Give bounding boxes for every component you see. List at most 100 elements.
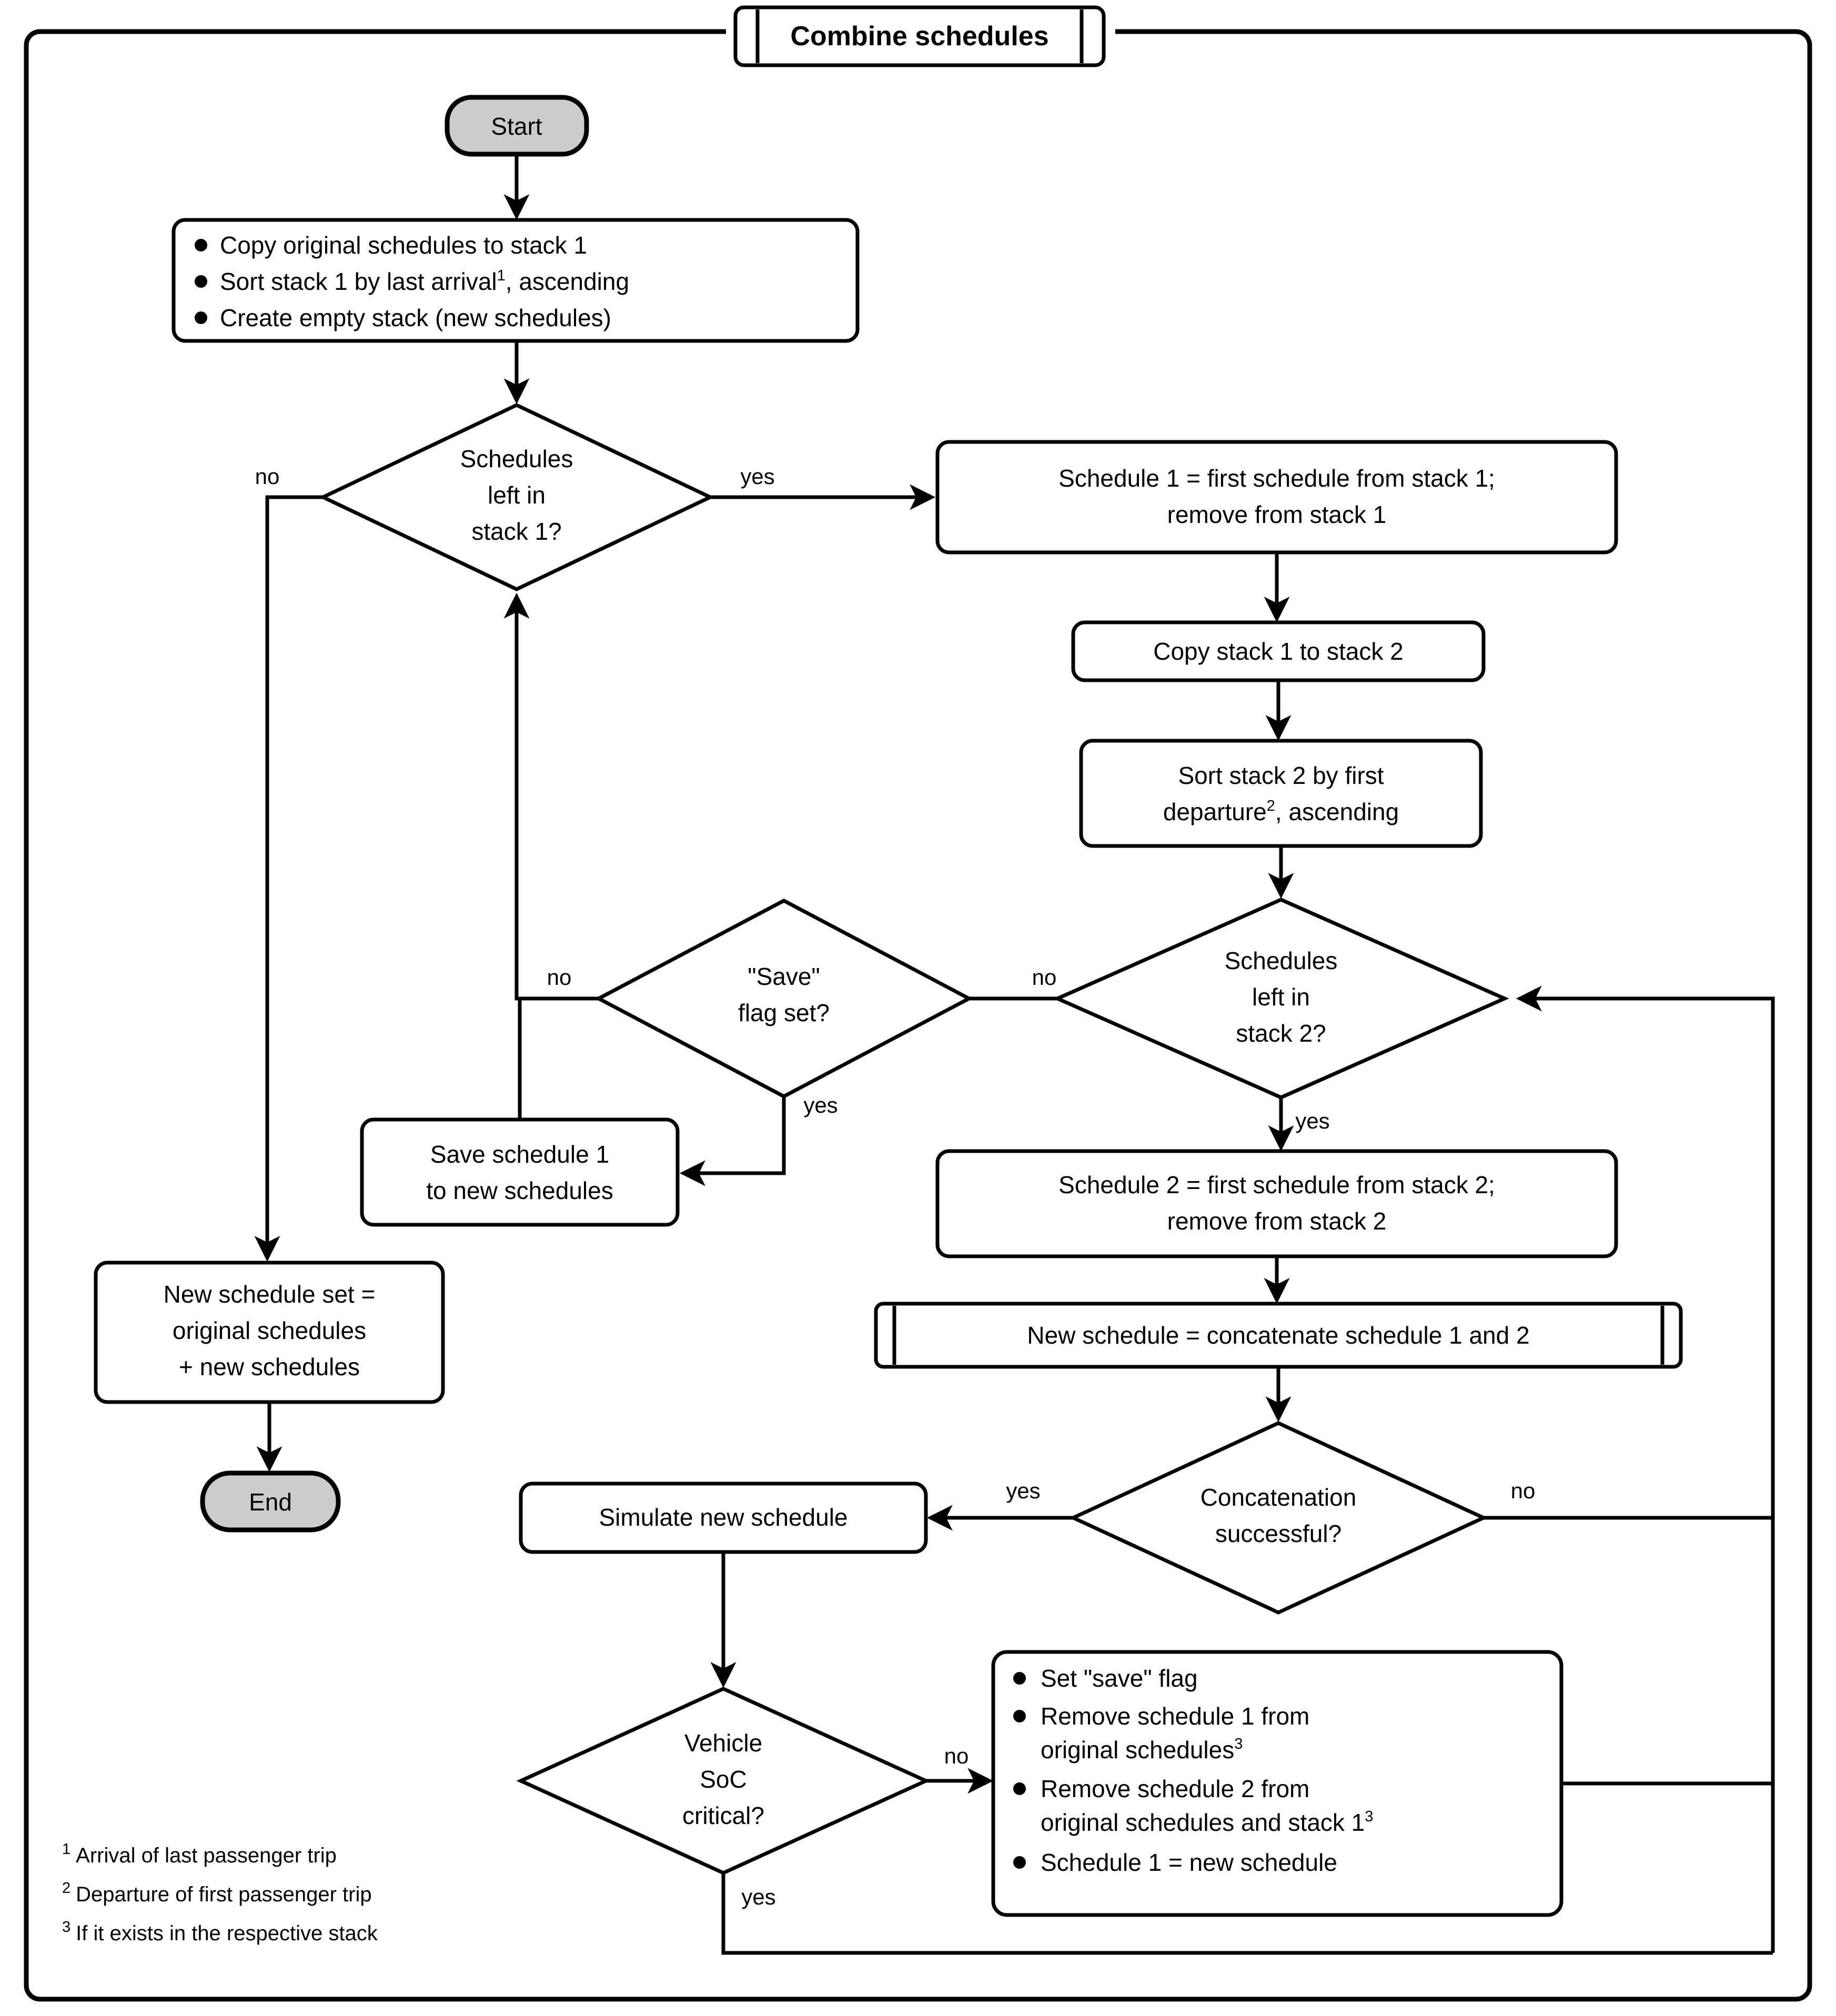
bullet-dot-icon [1013, 1672, 1026, 1685]
node-stack2-check-line-0: Schedules [1225, 947, 1338, 974]
bullet-dot-icon [1013, 1782, 1026, 1795]
node-new-set[interactable]: New schedule set = original schedules + … [94, 1261, 445, 1404]
node-update-bullet-2-line1: Remove schedule 2 from [1041, 1775, 1309, 1802]
node-concat[interactable]: New schedule = concatenate schedule 1 an… [874, 1302, 1683, 1369]
bullet-dot-icon [195, 311, 207, 324]
node-update-bullet-2-sup: 3 [1365, 1808, 1373, 1825]
node-soc-check-line-2: critical? [682, 1802, 764, 1829]
footnote-0-text: Arrival of last passenger trip [76, 1844, 337, 1867]
diagram-title: Combine schedules [733, 5, 1106, 67]
node-soc-check-line-1: SoC [700, 1766, 746, 1793]
node-init-bullet-2: Create empty stack (new schedules) [220, 304, 611, 331]
svg-text:departure2, ascending: departure2, ascending [1163, 798, 1399, 825]
node-soc-check[interactable]: Vehicle SoC critical? [516, 1687, 931, 1875]
bullet-dot-icon [195, 239, 207, 251]
node-init-bullet-1b: , ascending [506, 268, 629, 295]
node-sort-stack2-sup: 2 [1267, 798, 1275, 814]
edge-label-concat-no: no [1511, 1478, 1536, 1503]
node-take-sched2-line-0: Schedule 2 = first schedule from stack 2… [1058, 1171, 1495, 1198]
node-update-bullet-0: Set "save" flag [1041, 1665, 1198, 1692]
node-copy-stack[interactable]: Copy stack 1 to stack 2 [1071, 620, 1486, 682]
node-stack1-check-line-2: stack 1? [471, 518, 561, 545]
node-simulate[interactable]: Simulate new schedule [519, 1481, 928, 1554]
node-new-set-line-0: New schedule set = [164, 1281, 376, 1308]
edge-label-soc-yes: yes [741, 1884, 775, 1909]
node-take-sched1-line-0: Schedule 1 = first schedule from stack 1… [1058, 465, 1495, 492]
node-sort-stack2-line-0: Sort stack 2 by first [1178, 762, 1384, 789]
edge-return-bus [1516, 985, 1775, 1953]
edge-saveflag-yes [679, 1096, 786, 1186]
bullet-dot-icon [1013, 1856, 1026, 1869]
svg-text:original schedules3: original schedules3 [1041, 1736, 1243, 1763]
edge-saveflag-no [503, 592, 599, 1001]
edge-stack1-no [254, 495, 323, 1262]
node-new-set-line-2: + new schedules [179, 1353, 360, 1380]
node-update-bullet-3: Schedule 1 = new schedule [1041, 1849, 1337, 1876]
edge-soc-yes [721, 1873, 1773, 1955]
node-start-label: Start [491, 113, 542, 140]
node-save-flag-check[interactable]: "Save" flag set? [594, 899, 973, 1098]
node-end-label: End [249, 1488, 292, 1516]
bullet-dot-icon [195, 275, 207, 288]
node-sort-stack2-line-1a: departure [1163, 798, 1267, 825]
node-init-bullet-1-sup: 1 [497, 267, 506, 284]
footnote-2-text: If it exists in the respective stack [76, 1922, 378, 1945]
node-stack1-check-line-1: left in [488, 481, 546, 509]
edge-label-saveflag-yes: yes [803, 1093, 838, 1117]
bullet-dot-icon [1013, 1710, 1026, 1722]
node-save-flag-line-0: "Save" [748, 963, 820, 990]
edge-label-stack2-yes: yes [1295, 1108, 1329, 1133]
node-save-sched1-line-1: to new schedules [426, 1177, 613, 1204]
node-take-sched1[interactable]: Schedule 1 = first schedule from stack 1… [935, 440, 1618, 555]
node-concat-check-line-0: Concatenation [1201, 1484, 1357, 1511]
node-start[interactable]: Start [445, 95, 589, 157]
node-concat-check[interactable]: Concatenation successful? [1068, 1421, 1488, 1615]
node-concat-check-line-1: successful? [1215, 1520, 1341, 1547]
edge-label-soc-no: no [944, 1743, 969, 1768]
node-stack2-check-line-2: stack 2? [1236, 1020, 1326, 1047]
node-update-bullet-2-line2: original schedules and stack 1 [1041, 1809, 1365, 1836]
footnote-1-marker: 2 [62, 1880, 70, 1897]
node-update-bullet-1-line1: Remove schedule 1 from [1041, 1702, 1309, 1730]
node-update-bullet-1-sup: 3 [1234, 1736, 1243, 1752]
node-init[interactable]: Copy original schedules to stack 1 Sort … [172, 218, 860, 343]
node-save-flag-line-1: flag set? [738, 999, 830, 1026]
edge-label-stack2-no: no [1032, 965, 1057, 990]
node-init-bullet-0: Copy original schedules to stack 1 [220, 231, 587, 259]
node-soc-check-line-0: Vehicle [684, 1729, 762, 1757]
node-update-bullet-1-line2: original schedules [1041, 1736, 1234, 1763]
node-simulate-line-0: Simulate new schedule [599, 1504, 848, 1531]
edge-label-saveflag-no: no [547, 965, 572, 990]
node-stack1-check[interactable]: Schedules left in stack 1? [318, 403, 715, 591]
footnotes: 1 Arrival of last passenger trip 2 Departu… [62, 1841, 378, 1945]
edge-label-concat-yes: yes [1006, 1478, 1040, 1503]
node-sort-stack2-line-1b: , ascending [1275, 798, 1399, 825]
svg-text:Sort stack 1 by last arrival1,: Sort stack 1 by last arrival1, ascending [220, 267, 629, 295]
node-stack2-check[interactable]: Schedules left in stack 2? [1053, 898, 1509, 1100]
node-copy-stack-line-0: Copy stack 1 to stack 2 [1153, 638, 1404, 665]
edge-label-stack1-yes: yes [740, 464, 774, 489]
node-concat-line-0: New schedule = concatenate schedule 1 an… [1027, 1322, 1529, 1349]
footnote-1-text: Departure of first passenger trip [76, 1883, 371, 1906]
footnote-2-marker: 3 [62, 1919, 70, 1936]
node-save-sched1-line-0: Save schedule 1 [430, 1141, 609, 1168]
node-init-bullet-1a: Sort stack 1 by last arrival [220, 268, 497, 295]
svg-text:3If it exists in the respectiv: 3 If it exists in the respective stack [62, 1919, 378, 1945]
title-text: Combine schedules [790, 21, 1048, 52]
node-sort-stack2[interactable]: Sort stack 2 by first departure2, ascend… [1079, 739, 1483, 848]
svg-text:original schedules and stack 1: original schedules and stack 13 [1041, 1808, 1373, 1836]
node-save-sched1[interactable]: Save schedule 1 to new schedules [360, 1117, 680, 1227]
node-stack1-check-line-0: Schedules [460, 445, 573, 472]
node-take-sched1-line-1: remove from stack 1 [1167, 501, 1387, 528]
node-update[interactable]: Set "save" flag Remove schedule 1 from o… [991, 1650, 1563, 1917]
node-end[interactable]: End [200, 1470, 341, 1533]
node-take-sched2[interactable]: Schedule 2 = first schedule from stack 2… [935, 1149, 1618, 1258]
edge-label-stack1-no: no [255, 464, 280, 489]
node-stack2-check-line-1: left in [1252, 983, 1310, 1011]
footnote-0-marker: 1 [62, 1841, 70, 1858]
node-new-set-line-1: original schedules [173, 1317, 366, 1344]
